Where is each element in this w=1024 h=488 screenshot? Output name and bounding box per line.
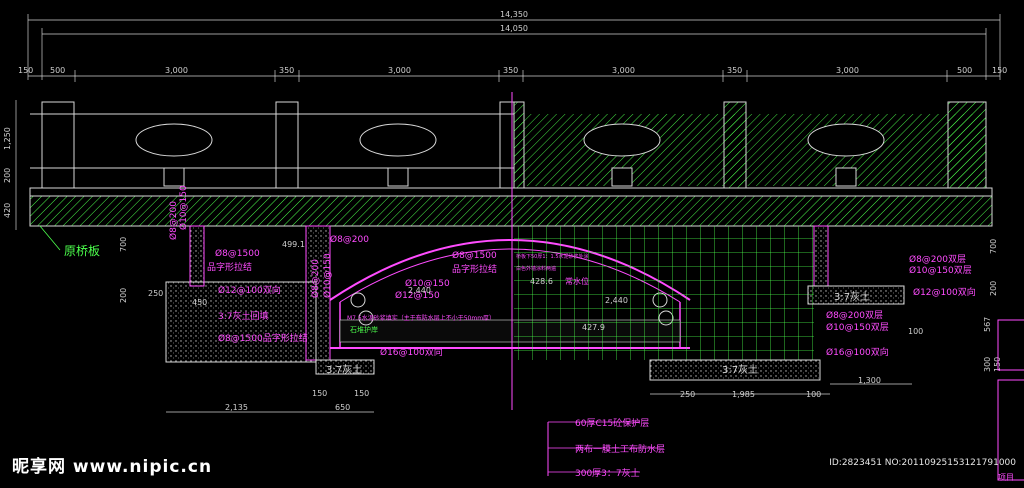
title-block-edge	[997, 319, 1024, 481]
railing-left	[30, 101, 515, 189]
watermark-brand: 昵享网 www.nipic.cn	[12, 457, 213, 477]
label-original-bridge-deck: 原桥板	[64, 244, 100, 258]
label-lime-soil-mid: 3:7灰土	[722, 363, 758, 376]
dim-seg-5: 350	[503, 66, 518, 75]
layer-callouts: 60厚C15砼保护层 两布一膜土工布防水层 300厚3：7灰土	[547, 417, 665, 479]
label-stone-protect: 石堆护岸	[350, 325, 378, 334]
title-block-project: 项目	[998, 473, 1014, 482]
label-rebar-right-4: Ø8@200双层	[826, 310, 883, 321]
dim-span-top: 2,440	[408, 286, 431, 295]
label-rebar-8-left-v1b: Ø8@200	[168, 201, 179, 240]
dim-seg-0: 150	[18, 66, 33, 75]
label-rebar-12-inner: Ø12@150	[395, 290, 440, 301]
bridge-deck	[29, 187, 993, 227]
label-rebar-pinzi-text-1: 品字形拉结	[207, 261, 252, 273]
dim-right-vertical-300: 300	[983, 357, 992, 372]
dimension-lines-top	[27, 14, 1001, 82]
label-backfill-left: 3:7灰土回填	[218, 310, 269, 322]
dim-seg-1: 500	[50, 66, 65, 75]
label-note-1: 桥板下50厚1：1.5水泥砂浆外涂	[516, 253, 589, 260]
label-masonry-note: M7.5水泥砂浆填实（主于布防水层上不小于50mm厚）	[347, 314, 495, 322]
dim-base-mid-0: 150	[312, 389, 327, 398]
label-rebar-pinzi-2: Ø8@1500品字形拉结	[218, 332, 308, 344]
watermark-id: ID:2823451 NO:20110925153121791000	[829, 458, 1016, 468]
label-rebar-pinzi-3: Ø8@1500	[452, 250, 497, 261]
dim-seg-4: 3,000	[388, 66, 411, 75]
dim-seg-6: 3,000	[612, 66, 635, 75]
dim-right-vertical-567: 567	[983, 317, 992, 332]
label-layer-2: 两布一膜土工布防水层	[575, 443, 665, 455]
annotations-center: Ø8@1500 品字形拉结 桥板下50厚1：1.5水泥砂浆外涂 白色外墙涂料两遍…	[347, 250, 628, 334]
dim-rail-base: 200	[3, 168, 12, 183]
label-rebar-pinzi-text-3: 品字形拉结	[452, 263, 497, 275]
dimension-lines-bottom	[166, 383, 912, 413]
dim-right-vertical-700: 700	[989, 239, 998, 254]
label-rebar-right-2: Ø10@150双层	[909, 265, 972, 276]
dim-right-vertical-100: 100	[908, 327, 923, 336]
dim-seg-2: 3,000	[165, 66, 188, 75]
label-rebar-10-left-v2: Ø10@150	[322, 253, 333, 298]
label-rebar-16-left: Ø16@100双向	[380, 346, 443, 358]
dim-right-vertical-200: 200	[989, 281, 998, 296]
dim-base-right-left: 250	[680, 390, 695, 399]
dim-left-bottom-450: 450	[192, 298, 207, 307]
railing-right	[513, 101, 987, 189]
dim-seg-8: 3,000	[836, 66, 859, 75]
label-rebar-right-5: Ø10@150双层	[826, 322, 889, 333]
label-lime-soil-right: 3:7灰土	[834, 290, 870, 303]
dim-base-mid-1: 650	[335, 403, 350, 412]
label-note-2: 白色外墙涂料两遍	[516, 265, 556, 272]
dim-deck: 420	[3, 203, 12, 218]
label-rebar-8-left-v1: Ø8@200	[310, 259, 321, 298]
label-layer-1: 60厚C15砼保护层	[575, 417, 649, 429]
label-rebar-10-inner: Ø10@150	[405, 278, 450, 289]
label-water-level: 常水位	[565, 276, 589, 286]
label-rebar-pinzi-1: Ø8@1500	[215, 248, 260, 259]
dim-base-mid-2: 150	[354, 389, 369, 398]
label-rebar-top: Ø8@200	[330, 234, 369, 245]
lime-soil-labels: 3:7灰土 3:7灰土 3:7灰土	[326, 290, 870, 376]
label-rebar-right-1: Ø8@200双层	[909, 254, 966, 265]
dim-span-bottom: 2,440	[605, 296, 628, 305]
dim-base-left: 2,135	[225, 403, 248, 412]
label-level-water: 428.6	[530, 277, 553, 286]
label-level-bottom: 427.9	[582, 323, 605, 332]
annotations-left: Ø8@1500 品字形拉结 Ø12@100双向 3:7灰土回填 Ø8@1500品…	[168, 185, 450, 358]
dim-seg-3: 350	[279, 66, 294, 75]
dim-left-vertical-200: 200	[119, 288, 128, 303]
label-rebar-right-3: Ø12@100双向	[913, 286, 976, 298]
abutment-left	[165, 225, 375, 375]
dim-rail-height: 1,250	[3, 127, 12, 150]
dim-left-bottom-250: 250	[148, 289, 163, 298]
dim-base-right-mid: 1,985	[732, 390, 755, 399]
label-rebar-12-left: Ø12@100双向	[218, 284, 281, 296]
dim-base-right-far: 1,300	[858, 376, 881, 385]
leader-original-deck	[39, 225, 61, 251]
dim-left-vertical-700: 700	[119, 237, 128, 252]
label-lime-soil-left: 3:7灰土	[326, 363, 362, 376]
dim-seg-7: 350	[727, 66, 742, 75]
dim-total-inner: 14,050	[500, 24, 528, 33]
dim-base-right-100: 100	[806, 390, 821, 399]
label-rebar-right-6: Ø16@100双向	[826, 346, 889, 358]
dim-total-outer: 14,350	[500, 10, 528, 19]
dim-seg-9: 500	[957, 66, 972, 75]
label-level-top: 499.1	[282, 240, 305, 249]
dim-segments: 150 500 3,000 350 3,000 350 3,000 350 3,…	[18, 66, 1007, 75]
dim-seg-10: 150	[992, 66, 1007, 75]
annotations-right: Ø8@200双层 Ø10@150双层 Ø12@100双向 Ø8@200双层 Ø1…	[826, 254, 976, 358]
label-rebar-10-left-v2b: Ø10@150	[178, 185, 189, 230]
grid-wall-right	[514, 225, 905, 381]
label-layer-3: 300厚3：7灰土	[575, 467, 640, 479]
